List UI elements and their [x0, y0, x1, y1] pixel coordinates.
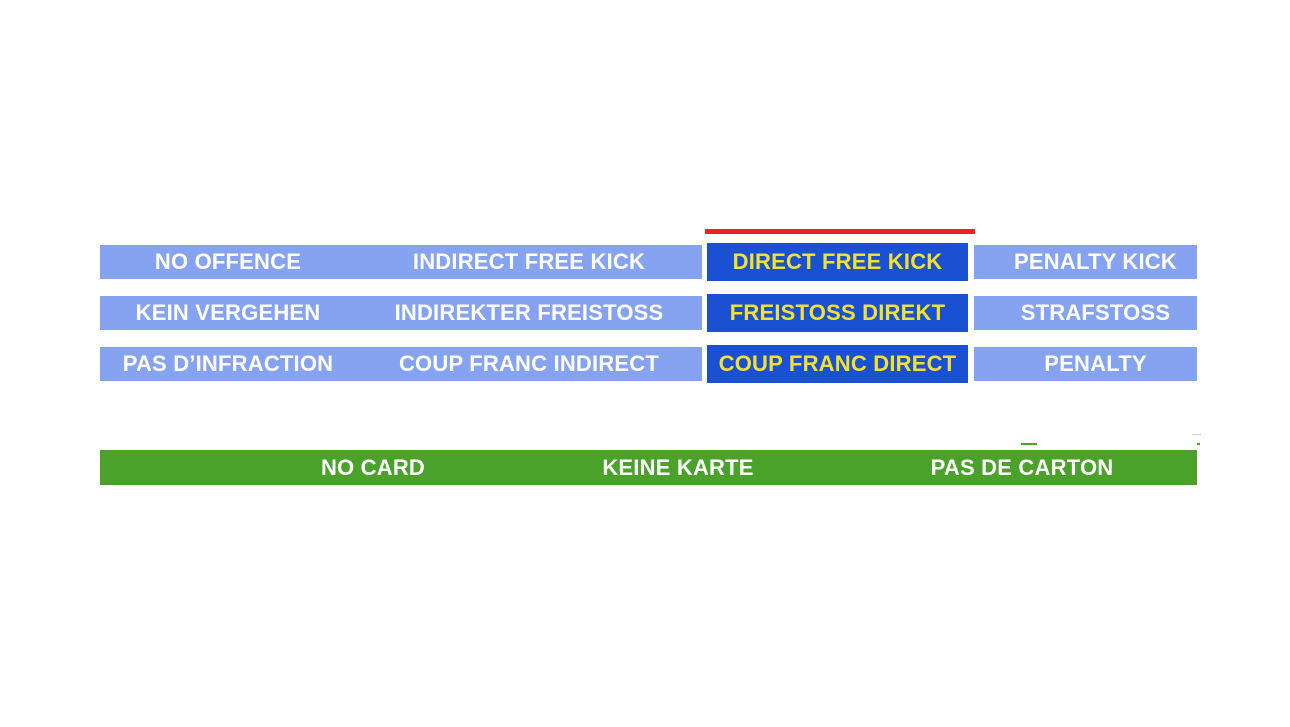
card-label-pas-de-carton: PAS DE CARTON — [930, 454, 1114, 480]
decision-row-french: PAS D’INFRACTION COUP FRANC INDIRECT COU… — [100, 345, 1197, 383]
card-decision-bar[interactable]: NO CARD KEINE KARTE PAS DE CARTON — [100, 450, 1197, 485]
selected-answer-indicator — [705, 229, 975, 234]
cropped-ui-artifact-green-dash — [1021, 443, 1037, 445]
card-label-no-card: NO CARD — [320, 454, 426, 480]
option-strafstoss[interactable]: STRAFSTOSS — [974, 296, 1197, 330]
option-penalty-kick[interactable]: PENALTY KICK — [974, 245, 1197, 279]
option-no-offence[interactable]: NO OFFENCE — [100, 245, 356, 279]
option-pas-d-infraction[interactable]: PAS D’INFRACTION — [100, 347, 356, 381]
option-indirekter-freistoss[interactable]: INDIREKTER FREISTOSS — [356, 296, 702, 330]
card-label-keine-karte: KEINE KARTE — [602, 454, 754, 480]
option-freistoss-direkt-selected[interactable]: FREISTOSS DIREKT — [707, 294, 968, 332]
option-direct-free-kick-selected[interactable]: DIRECT FREE KICK — [707, 243, 968, 281]
option-kein-vergehen[interactable]: KEIN VERGEHEN — [100, 296, 356, 330]
option-coup-franc-direct-selected[interactable]: COUP FRANC DIRECT — [707, 345, 968, 383]
option-penalty[interactable]: PENALTY — [974, 347, 1197, 381]
cropped-ui-artifact-green-dot — [1197, 443, 1200, 445]
cropped-ui-artifact-gray-dash — [1192, 434, 1201, 435]
option-indirect-free-kick[interactable]: INDIRECT FREE KICK — [356, 245, 702, 279]
option-coup-franc-indirect[interactable]: COUP FRANC INDIRECT — [356, 347, 702, 381]
decision-row-english: NO OFFENCE INDIRECT FREE KICK DIRECT FRE… — [100, 243, 1197, 281]
decision-row-german: KEIN VERGEHEN INDIREKTER FREISTOSS FREIS… — [100, 294, 1197, 332]
